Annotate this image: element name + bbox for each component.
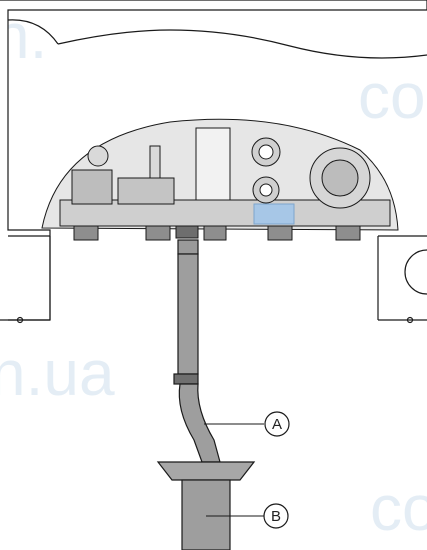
sensor-stem	[149, 145, 161, 179]
hose-lower	[178, 383, 221, 463]
control-unit	[117, 177, 175, 205]
housing-side-knob	[404, 249, 427, 295]
housing-cover-edge-left	[7, 19, 59, 45]
bottom-connector-1	[73, 225, 99, 241]
callout-a: A	[204, 411, 290, 437]
funnel-pipe	[181, 479, 231, 550]
internal-components	[41, 118, 399, 241]
highlighted-connector	[253, 203, 295, 225]
bottom-connector-2	[145, 225, 171, 241]
drain-hose	[173, 239, 221, 463]
watermark-fragment-2: n.ua	[0, 337, 115, 409]
hose-coupling	[177, 239, 199, 255]
center-duct	[195, 127, 231, 201]
callout-b: B	[206, 503, 289, 529]
watermark-fragment-3: co	[358, 60, 426, 132]
fitting-left	[87, 145, 109, 167]
callout-a-circle	[264, 411, 290, 437]
callout-b-circle	[263, 503, 289, 529]
hose-clamp	[173, 373, 199, 385]
valve-block-left	[71, 169, 113, 205]
watermark-fragment-4: co	[370, 472, 427, 544]
housing-foot-left	[16, 316, 24, 324]
callout-b-label: B	[271, 508, 281, 525]
funnel-rim	[156, 461, 256, 481]
bottom-connector-3	[203, 225, 227, 241]
housing-foot-right	[406, 316, 414, 324]
bottom-connector-5	[335, 225, 361, 241]
drain-funnel	[156, 461, 256, 550]
callout-a-label: A	[272, 416, 282, 433]
bottom-connector-4	[267, 225, 293, 241]
appliance-housing	[0, 0, 427, 324]
housing-cover-edge-top	[57, 29, 427, 59]
hose-upper	[177, 253, 199, 375]
drain-connector	[175, 225, 199, 239]
